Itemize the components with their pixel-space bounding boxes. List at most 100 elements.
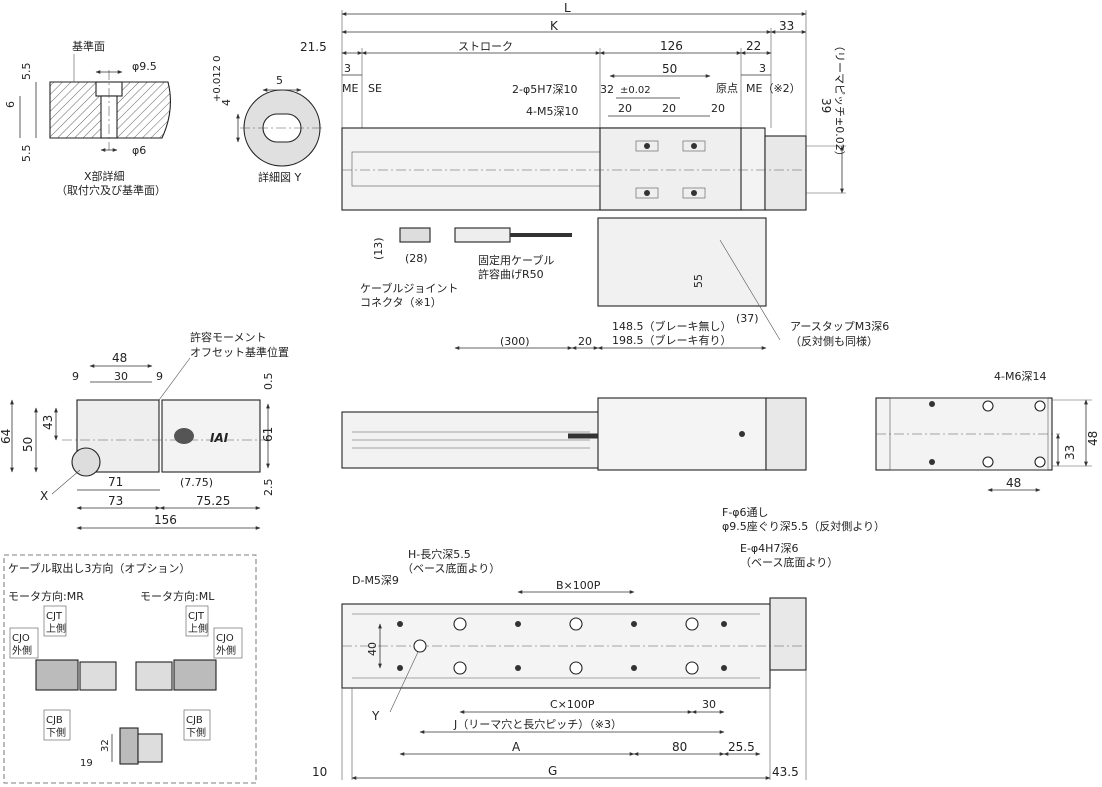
end-view: 許容モーメント オフセット基準位置 48 9 30 9 IAI 64 50 43… — [0, 330, 289, 530]
me-left-label: ME — [342, 82, 358, 95]
mr-cjt-label: CJT — [46, 611, 63, 622]
mr-label: モータ方向:MR — [8, 589, 84, 603]
ml-cjt-sub: 上側 — [188, 622, 208, 635]
dim-64: 64 — [0, 429, 13, 444]
dim-5-5-bottom: 5.5 — [20, 145, 33, 163]
top-view: L K 33 21.5 ストローク 126 22 3 3 ME SE ME（※2… — [300, 1, 889, 350]
ml-cjb-sub: 下側 — [186, 726, 206, 739]
cable-option-title: ケーブル取出し3方向（オプション） — [8, 561, 190, 575]
dim-39: 39 — [819, 98, 833, 113]
ml-connector — [173, 659, 217, 691]
ml-cjo-sub: 外側 — [216, 644, 236, 657]
dim-6: 6 — [4, 101, 17, 108]
cable-fix-label: 固定用ケーブル — [478, 253, 554, 267]
dim-40: 40 — [366, 642, 379, 656]
h-slot-label: H-長穴深5.5 — [408, 547, 471, 561]
dim-21-5: 21.5 — [300, 40, 327, 54]
detail-x: 基準面 φ9.5 φ6 5.5 6 5.5 X部詳細 （取付穴及び基準面） — [4, 39, 171, 197]
tap-hole-label: 4-M5深10 — [526, 105, 578, 118]
dim-4: 4 — [220, 99, 233, 106]
dim-3-left: 3 — [344, 62, 351, 75]
cable-bend-label: 許容曲げR50 — [478, 267, 544, 281]
m6-tap-label: 4-M6深14 — [994, 370, 1046, 383]
dim-126: 126 — [660, 39, 683, 53]
dim-2-5: 2.5 — [262, 479, 275, 497]
dim-20-b: 20 — [662, 102, 676, 115]
bottom-view: F-φ6通し φ9.5座ぐり深5.5（反対側より） H-長穴深5.5 （ベース底… — [312, 506, 885, 780]
stroke-label: ストローク — [458, 40, 513, 53]
e-hole-note: （ベース底面より） — [740, 555, 838, 569]
ml-cjb-label: CJB — [186, 715, 203, 726]
ream-pitch-label: （リーマピッチ±0.02） — [833, 40, 846, 162]
iai-logo: IAI — [210, 431, 229, 445]
cable-option-box: ケーブル取出し3方向（オプション） モータ方向:MR モータ方向:ML CJT … — [3, 554, 257, 784]
h-slot-note: （ベース底面より） — [402, 561, 500, 575]
dim-30: 30 — [114, 370, 128, 383]
dim-G: G — [548, 764, 557, 778]
option-dim-19: 19 — [80, 758, 93, 769]
end-knob — [174, 428, 194, 444]
dim-30: 30 — [702, 698, 716, 711]
se-label: SE — [368, 82, 382, 95]
connector-label: ケーブルジョイント — [360, 281, 458, 295]
dim-55: 55 — [692, 274, 705, 288]
moment-label: 許容モーメント — [190, 330, 267, 344]
e-hole-label: E-φ4H7深6 — [740, 542, 798, 555]
d-tap-label: D-M5深9 — [352, 574, 399, 587]
y-marker-label: Y — [371, 709, 380, 723]
dim-25-5: 25.5 — [728, 740, 755, 754]
ml-cjo-label: CJO — [216, 633, 234, 644]
mr-cjb-sub: 下側 — [46, 726, 66, 739]
dim-3-right: 3 — [759, 62, 766, 75]
dim-50: 50 — [662, 62, 677, 76]
dim-9-a: 9 — [72, 370, 79, 383]
dim-156: 156 — [154, 513, 177, 527]
dim-33: 33 — [779, 19, 794, 33]
dim-10: 10 — [312, 765, 327, 779]
dim-K: K — [550, 19, 559, 33]
x-marker-label: X — [40, 489, 48, 503]
c-pitch-label: C×100P — [550, 698, 595, 711]
mr-cjo-sub: 外側 — [12, 644, 32, 657]
motor-end-top — [764, 135, 807, 211]
dim-300: (300) — [500, 335, 530, 348]
dim-L: L — [564, 1, 571, 15]
datum-face-label: 基準面 — [72, 39, 105, 53]
earth-tap-label: アースタップM3深6 — [790, 320, 889, 333]
dim-43-5: 43.5 — [772, 765, 799, 779]
dim-75-25: 75.25 — [196, 494, 230, 508]
dim-148-5: 148.5（ブレーキ無し） — [612, 319, 732, 333]
dim-37: (37) — [736, 312, 759, 325]
dim-20-a: 20 — [618, 102, 632, 115]
dim-5: 5 — [276, 74, 283, 87]
detail-x-caption: X部詳細 — [84, 169, 125, 183]
option-dim-32: 32 — [100, 739, 111, 752]
dim-28: (28) — [405, 252, 428, 265]
b-pitch-label: B×100P — [556, 579, 601, 592]
tolerance: +0.012 0 — [212, 55, 223, 102]
phi-9-5-label: φ9.5 — [132, 60, 157, 73]
dim-71: 71 — [108, 475, 123, 489]
f-hole-note: φ9.5座ぐり深5.5（反対側より） — [722, 519, 885, 533]
dim-13: (13) — [372, 237, 385, 260]
motor-end-view: 4-M6深14 48 33 48 — [875, 370, 1100, 492]
dim-32-tol: ±0.02 — [620, 85, 651, 96]
motor-body-top — [597, 217, 767, 307]
dim-9-b: 9 — [156, 370, 163, 383]
me-right-label: ME（※2） — [746, 82, 801, 95]
dim-43: 43 — [41, 415, 55, 430]
dim-0-5: 0.5 — [262, 373, 275, 391]
dim-61: 61 — [261, 427, 275, 442]
dim-5-5-top: 5.5 — [20, 63, 33, 81]
dim-A: A — [512, 740, 521, 754]
dim-48-bottom: 48 — [1006, 476, 1021, 490]
ml-label: モータ方向:ML — [140, 589, 215, 603]
detail-x-caption-sub: （取付穴及び基準面） — [56, 183, 166, 197]
detail-y-caption: 詳細図 Y — [258, 170, 301, 184]
slider-top — [599, 127, 742, 211]
mr-cjo-label: CJO — [12, 633, 30, 644]
dim-22: 22 — [746, 39, 761, 53]
f-hole-label: F-φ6通し — [722, 506, 769, 519]
mr-cjb-label: CJB — [46, 715, 63, 726]
